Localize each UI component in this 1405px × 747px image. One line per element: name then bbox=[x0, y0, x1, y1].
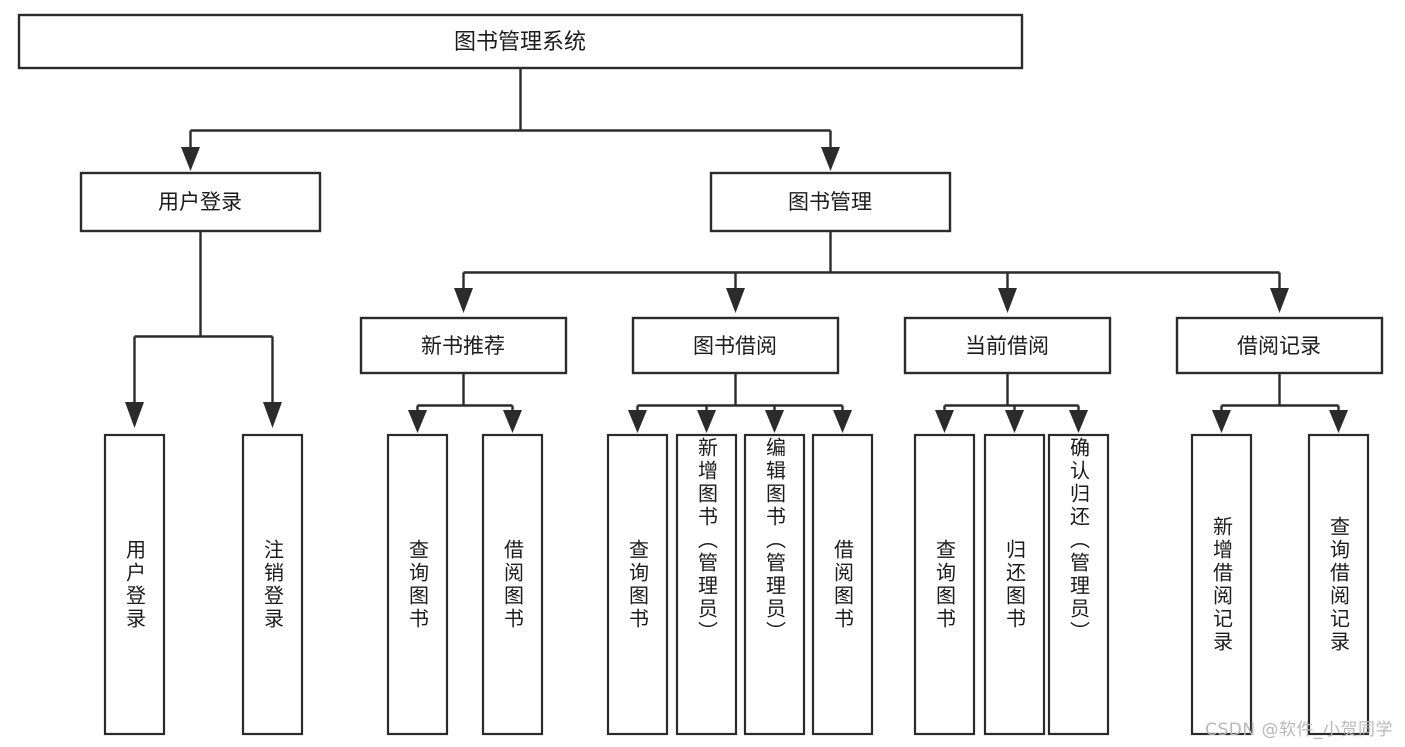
arrow-to-new-book-rec bbox=[454, 288, 473, 313]
node-book-manage[interactable]: 图书管理 bbox=[709, 171, 952, 233]
node-root[interactable]: 图书管理系统 bbox=[17, 13, 1024, 70]
arrow-to-leaf-borrow-book-1 bbox=[503, 410, 522, 433]
arrow-to-leaf-user-login bbox=[125, 402, 144, 428]
leaf-query-book-1-box[interactable] bbox=[386, 433, 449, 736]
leaf-query-book-2-box[interactable] bbox=[606, 433, 669, 736]
new-book-rec-label: 新书推荐 bbox=[421, 334, 505, 358]
connector-current-borrow-children bbox=[935, 373, 1088, 433]
node-borrow-record[interactable]: 借阅记录 bbox=[1175, 316, 1384, 375]
leaf-boxes-group bbox=[103, 433, 1370, 736]
root-label: 图书管理系统 bbox=[454, 30, 586, 55]
connector-borrow-record-children bbox=[1212, 373, 1348, 433]
user-login-box[interactable] bbox=[79, 171, 322, 233]
leaf-borrow-book-2-box[interactable] bbox=[811, 433, 874, 736]
arrow-to-leaf-add-book bbox=[697, 410, 716, 433]
leaf-edit-book-box[interactable] bbox=[743, 433, 806, 736]
connector-book-borrow-children bbox=[628, 373, 852, 433]
new-book-rec-box[interactable] bbox=[359, 316, 568, 375]
leaf-query-book-3-box[interactable] bbox=[913, 433, 976, 736]
arrow-to-current-borrow bbox=[998, 288, 1017, 313]
book-manage-label: 图书管理 bbox=[788, 190, 872, 214]
arrow-to-leaf-logout bbox=[263, 402, 282, 428]
leaf-confirm-return-box[interactable] bbox=[1047, 433, 1110, 736]
leaf-add-record-box[interactable] bbox=[1190, 433, 1253, 736]
connector-book-manage-children bbox=[454, 231, 1289, 313]
node-user-login[interactable]: 用户登录 bbox=[79, 171, 322, 233]
node-new-book-rec[interactable]: 新书推荐 bbox=[359, 316, 568, 375]
arrow-to-book-manage bbox=[821, 147, 840, 171]
arrow-to-user-login bbox=[181, 147, 200, 171]
node-book-borrow[interactable]: 图书借阅 bbox=[631, 316, 840, 375]
leaf-query-record-box[interactable] bbox=[1307, 433, 1370, 736]
arrow-to-leaf-confirm-return bbox=[1069, 410, 1088, 433]
arrow-to-leaf-query-book-1 bbox=[408, 410, 427, 433]
leaf-add-book-box[interactable] bbox=[675, 433, 738, 736]
arrow-to-leaf-query-record bbox=[1329, 410, 1348, 433]
leaf-logout-box[interactable] bbox=[241, 433, 304, 736]
current-borrow-box[interactable] bbox=[903, 316, 1112, 375]
arrow-to-leaf-edit-book bbox=[765, 410, 784, 433]
arrow-to-leaf-add-record bbox=[1212, 410, 1231, 433]
arrow-to-leaf-query-book-3 bbox=[935, 410, 954, 433]
borrow-record-label: 借阅记录 bbox=[1237, 334, 1321, 358]
arrow-to-book-borrow bbox=[726, 288, 745, 313]
arrow-to-leaf-query-book-2 bbox=[628, 410, 647, 433]
arrow-to-leaf-return-book bbox=[1005, 410, 1024, 433]
user-login-label: 用户登录 bbox=[158, 190, 242, 214]
arrow-to-leaf-borrow-book-2 bbox=[833, 410, 852, 433]
connector-root-bus bbox=[181, 68, 840, 171]
leaf-user-login-box[interactable] bbox=[103, 433, 166, 736]
book-borrow-label: 图书借阅 bbox=[693, 334, 777, 358]
leaf-return-book-box[interactable] bbox=[983, 433, 1046, 736]
root-box[interactable] bbox=[17, 13, 1024, 70]
node-current-borrow[interactable]: 当前借阅 bbox=[903, 316, 1112, 375]
arrow-to-borrow-record bbox=[1270, 288, 1289, 313]
leaf-borrow-book-1-box[interactable] bbox=[481, 433, 544, 736]
connector-user-login-children bbox=[125, 231, 282, 428]
connector-new-book-rec-children bbox=[408, 373, 522, 433]
current-borrow-label: 当前借阅 bbox=[965, 334, 1049, 358]
